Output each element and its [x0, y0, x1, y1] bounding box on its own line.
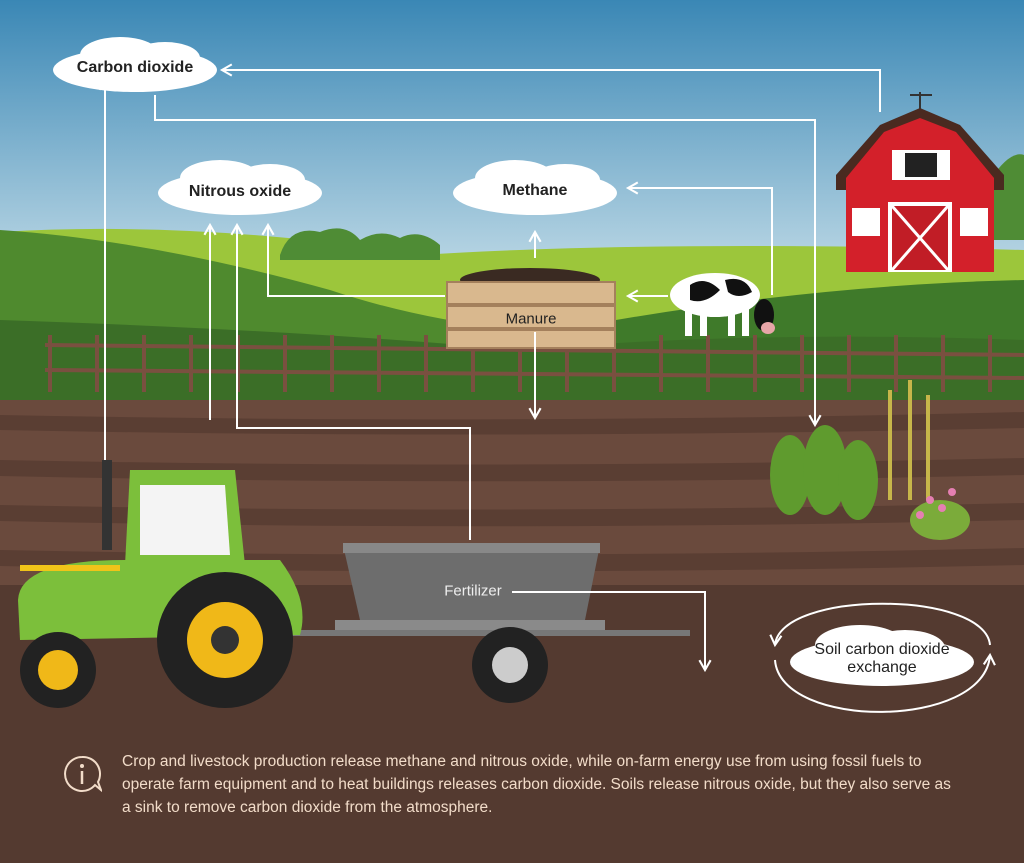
cloud-methane	[453, 160, 617, 215]
manure-crate	[446, 268, 616, 349]
label-nitrous-oxide: Nitrous oxide	[188, 183, 292, 200]
arrow-cow-to-methane	[625, 181, 773, 295]
info-speech-bubble-icon	[64, 755, 102, 793]
label-carbon-dioxide: Carbon dioxide	[76, 59, 194, 76]
arrow-fertilizer-to-soil	[512, 591, 712, 673]
arrow-co2-to-crops	[154, 95, 822, 428]
meadow	[0, 320, 1024, 405]
cloud-carbon-dioxide	[53, 37, 217, 92]
label-soil-exchange: Soil carbon dioxide exchange	[814, 641, 950, 676]
arrow-soil-loop-top	[769, 602, 991, 648]
label-methane: Methane	[502, 182, 568, 199]
trees	[280, 228, 440, 260]
label-manure: Manure	[505, 310, 557, 328]
arrow-barn-to-co2	[219, 63, 881, 112]
info-text: Crop and livestock production release me…	[122, 753, 951, 816]
arrow-fertilizer-to-nitrous	[230, 222, 471, 540]
barn	[836, 92, 1004, 272]
crops	[770, 380, 970, 540]
arrow-manure-to-nitrous	[261, 222, 445, 297]
cloud-soil-exchange	[790, 625, 974, 686]
label-fertilizer: Fertilizer	[444, 582, 502, 600]
cloud-nitrous-oxide	[158, 160, 322, 215]
cow	[670, 273, 775, 336]
fertilizer-spreader	[290, 543, 690, 703]
arrow-soil-loop-bottom	[774, 652, 996, 713]
tractor	[18, 460, 303, 708]
